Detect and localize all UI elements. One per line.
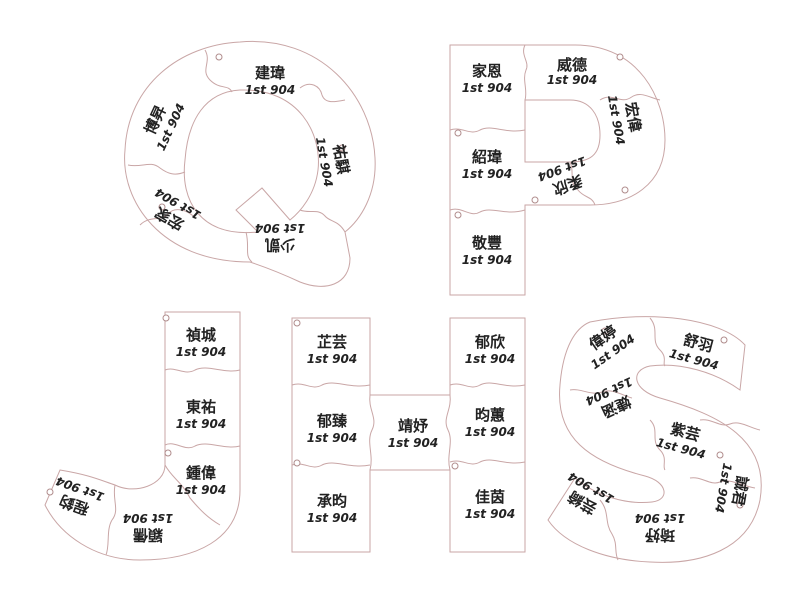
- piece-name: 靖妤: [398, 417, 429, 435]
- piece-class: 1st 904: [176, 345, 226, 359]
- piece-class: 1st 904: [712, 462, 735, 514]
- piece-name: 琦妤: [644, 526, 675, 544]
- piece-j3: 鍾偉 1st 904: [176, 464, 226, 497]
- piece-name: 東祐: [186, 398, 216, 416]
- piece-name: 威德: [557, 56, 587, 74]
- piece-class: 1st 904: [176, 417, 226, 431]
- piece-h5: 郁欣 1st 904: [465, 333, 515, 366]
- piece-q4: 宏家 1st 904: [152, 185, 203, 234]
- piece-p6: 敬豐 1st 904: [462, 234, 512, 267]
- piece-j2: 東祐 1st 904: [176, 398, 226, 431]
- piece-class: 1st 904: [547, 73, 597, 87]
- piece-name: 承昀: [317, 492, 347, 510]
- piece-name: 郁欣: [474, 333, 506, 351]
- piece-name: 鍾偉: [186, 464, 216, 482]
- piece-p5: 柔欣 1st 904: [536, 154, 588, 199]
- piece-s1: 偉婷 1st 904: [586, 322, 638, 372]
- piece-name: 芷芸: [317, 333, 347, 351]
- piece-class: 1st 904: [245, 83, 295, 97]
- piece-name: 禎城: [185, 326, 216, 344]
- piece-name: 敬豐: [471, 234, 502, 252]
- piece-class: 1st 904: [462, 253, 512, 267]
- piece-name: 穎儒: [133, 526, 163, 544]
- piece-s3: 婕涵 1st 904: [583, 374, 635, 421]
- piece-s6: 芸綺 1st 904: [565, 469, 616, 518]
- piece-q3: 祐騏 1st 904: [313, 136, 352, 188]
- piece-class: 1st 904: [255, 221, 305, 235]
- piece-p1: 家恩 1st 904: [462, 62, 512, 95]
- piece-h1: 芷芸 1st 904: [307, 333, 357, 366]
- piece-name: 郁臻: [316, 412, 348, 430]
- piece-class: 1st 904: [176, 483, 226, 497]
- piece-q2: 博昇 1st 904: [141, 101, 188, 153]
- piece-class: 1st 904: [462, 81, 512, 95]
- piece-h3: 承昀 1st 904: [307, 492, 357, 525]
- piece-class: 1st 904: [462, 167, 512, 181]
- letter-j-outline: [44, 311, 241, 561]
- piece-h4: 靖妤 1st 904: [388, 417, 438, 450]
- piece-class: 1st 904: [123, 511, 173, 525]
- piece-h2: 郁臻 1st 904: [307, 412, 357, 445]
- piece-name: 祐騏: [329, 143, 352, 176]
- piece-class: 1st 904: [465, 425, 515, 439]
- piece-name: 誠君: [728, 475, 751, 508]
- piece-q5: 少凱 1st 904: [255, 221, 305, 254]
- letter-s-outline: [547, 316, 762, 563]
- letter-q-outline: [124, 40, 376, 287]
- letter-h-outline: [291, 317, 526, 553]
- piece-name: 建瑋: [255, 64, 285, 82]
- piece-name: 佳茵: [475, 488, 505, 506]
- piece-j4: 穎儒 1st 904: [123, 511, 173, 544]
- piece-p2: 威德 1st 904: [547, 56, 597, 87]
- letter-p-outline: [449, 44, 666, 296]
- piece-class: 1st 904: [465, 352, 515, 366]
- piece-p3: 紹瑋 1st 904: [462, 148, 512, 181]
- piece-q1: 建瑋 1st 904: [245, 64, 295, 97]
- piece-h6: 昀蕙 1st 904: [465, 406, 515, 439]
- piece-name: 宏偉: [621, 101, 644, 134]
- piece-h7: 佳茵 1st 904: [465, 488, 515, 521]
- piece-class: 1st 904: [635, 511, 685, 525]
- piece-class: 1st 904: [465, 507, 515, 521]
- piece-j1: 禎城 1st 904: [176, 326, 226, 359]
- piece-name: 紹瑋: [472, 148, 502, 166]
- piece-name: 昀蕙: [475, 406, 505, 424]
- piece-class: 1st 904: [388, 436, 438, 450]
- piece-s5: 誠君 1st 904: [712, 462, 751, 514]
- piece-class: 1st 904: [307, 352, 357, 366]
- piece-name: 少凱: [265, 236, 296, 254]
- piece-s7: 琦妤 1st 904: [635, 511, 685, 544]
- piece-name: 家恩: [472, 62, 502, 80]
- piece-class: 1st 904: [605, 94, 628, 146]
- piece-j5: 程鈞 1st 904: [54, 474, 106, 519]
- piece-class: 1st 904: [307, 511, 357, 525]
- piece-class: 1st 904: [307, 431, 357, 445]
